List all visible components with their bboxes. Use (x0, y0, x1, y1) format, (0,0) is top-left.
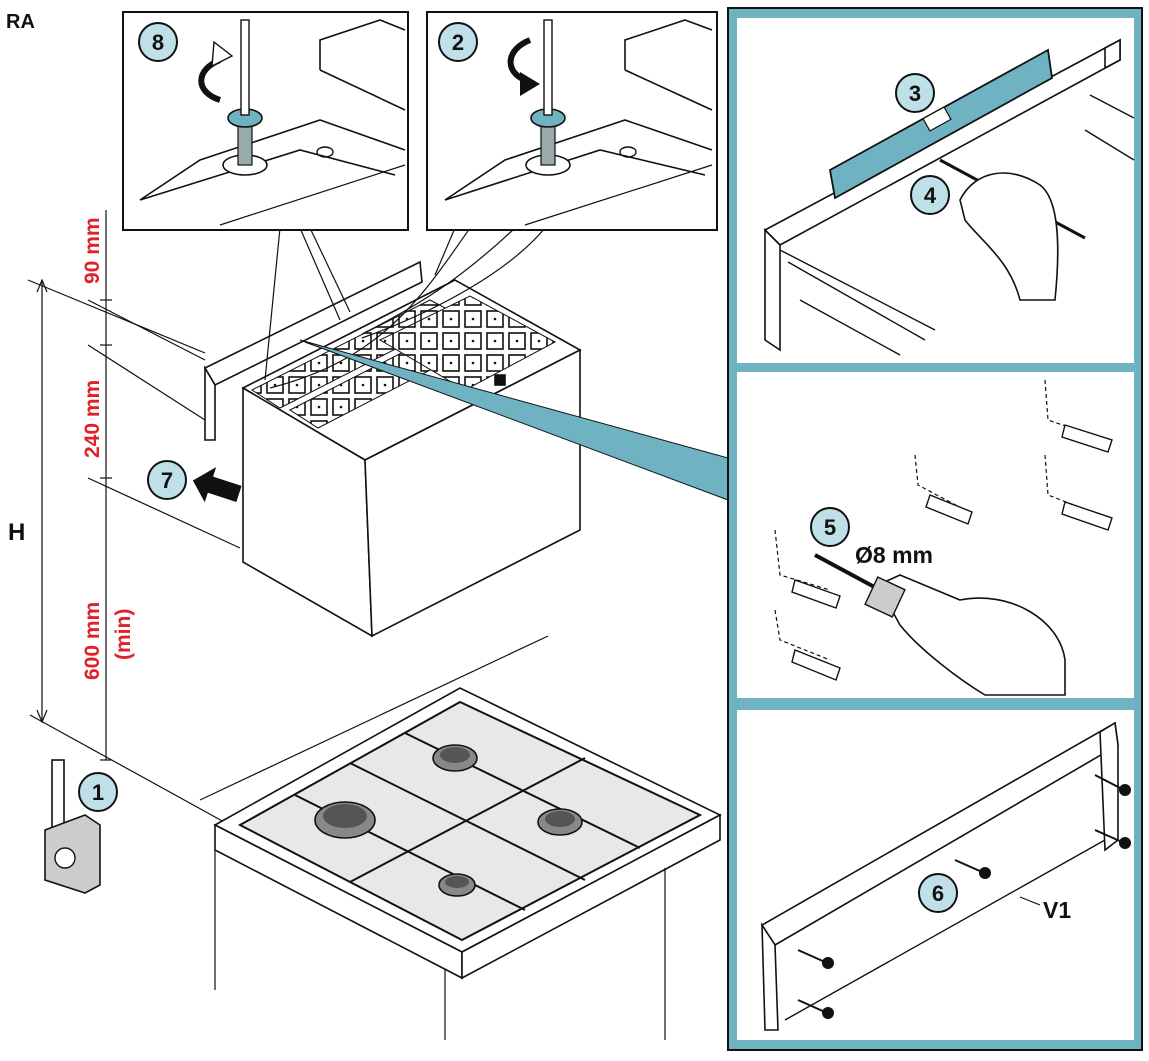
step-2-number: 2 (452, 30, 464, 55)
panel-step-3-4 (737, 18, 1135, 363)
step-8-number: 8 (152, 30, 164, 55)
hood-unit (203, 260, 582, 638)
step-6-badge: 6 (918, 873, 958, 913)
step-3-badge: 3 (895, 73, 935, 113)
step-4-badge: 4 (910, 175, 950, 215)
dimension-min-note: (min) (112, 609, 135, 660)
dimension-240mm: 240 mm (81, 380, 104, 458)
height-label: H (8, 519, 25, 546)
cooktop (199, 635, 722, 1040)
step-7-number: 7 (161, 468, 173, 493)
dimension-90mm: 90 mm (81, 217, 104, 284)
step-6-number: 6 (932, 881, 944, 906)
dimension-lines (27, 210, 241, 829)
panel-step-5 (737, 372, 1134, 698)
screw-label: V1 (1043, 897, 1071, 923)
step-3-number: 3 (909, 81, 921, 106)
step-1-badge: 1 (78, 772, 118, 812)
step-1-number: 1 (92, 780, 104, 805)
push-arrow-icon (192, 467, 242, 503)
step-4-number: 4 (924, 183, 937, 208)
step-5-badge: 5 (810, 507, 850, 547)
step-8-badge: 8 (138, 22, 178, 62)
step-2-badge: 2 (438, 22, 478, 62)
step-7-badge: 7 (147, 460, 187, 500)
panel-step-6 (737, 710, 1134, 1040)
tape-measure-icon (44, 759, 101, 894)
header-label: RA (6, 11, 35, 33)
dimension-600mm: 600 mm (81, 602, 104, 680)
drill-diameter-label: Ø8 mm (855, 542, 933, 568)
step-5-number: 5 (824, 515, 836, 540)
